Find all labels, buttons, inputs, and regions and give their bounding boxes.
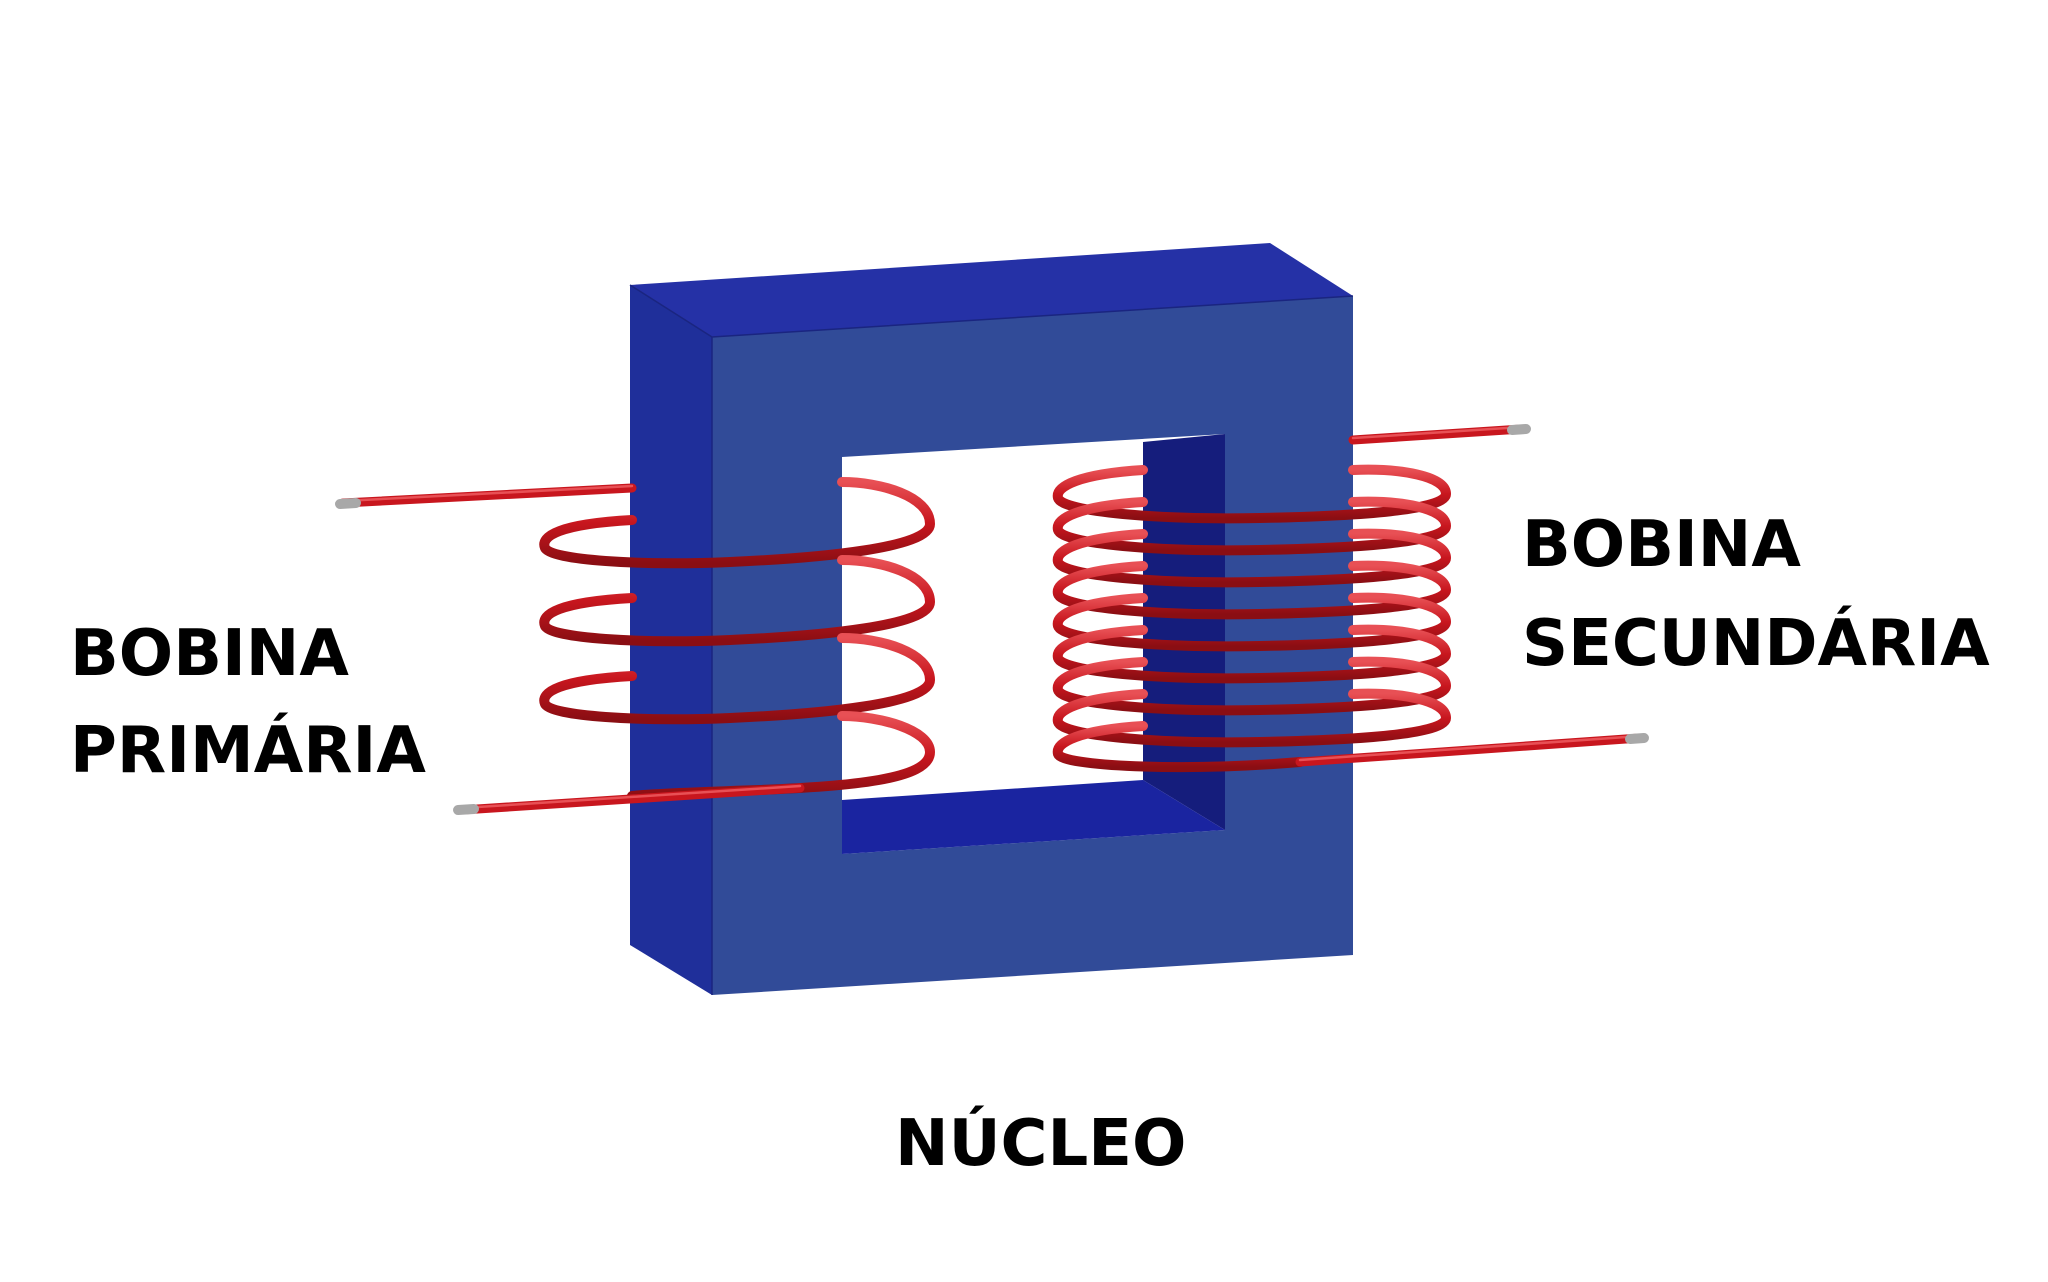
secondary-turn: [1052, 721, 1305, 773]
secondary-turn: [1052, 656, 1451, 716]
secondary-turn: [1052, 560, 1451, 620]
primary-coil: [335, 477, 935, 815]
secondary-lead-bottom: [1295, 733, 1645, 767]
secondary-lead-tip: [1507, 424, 1531, 435]
core-window-right-inner: [1143, 434, 1225, 830]
primary-lead-tip: [335, 498, 361, 509]
secondary-label-line2: SECUNDÁRIA: [1522, 605, 1990, 681]
core-front-face: [712, 296, 1353, 995]
primary-lead-top: [338, 483, 637, 508]
secondary-lead-top: [1348, 424, 1527, 445]
primary-turn: [539, 477, 935, 569]
primary-coil-label: BOBINA PRIMÁRIA: [70, 617, 426, 788]
secondary-coil-label: BOBINA SECUNDÁRIA: [1522, 508, 1990, 681]
primary-label-line2: PRIMÁRIA: [70, 712, 426, 788]
primary-turn: [539, 555, 935, 647]
primary-turn: [539, 633, 935, 725]
core-label: NÚCLEO: [895, 1105, 1186, 1181]
primary-lead-tip: [453, 804, 479, 815]
secondary-coil: [1052, 424, 1649, 773]
core-top-face: [630, 243, 1353, 337]
secondary-turn: [1052, 528, 1451, 588]
secondary-turn: [1052, 496, 1451, 556]
primary-label-line1: BOBINA: [70, 617, 349, 691]
secondary-turn: [1052, 464, 1451, 524]
secondary-turn: [1052, 592, 1451, 652]
secondary-turn: [1052, 688, 1451, 748]
core-window-bottom-inner: [842, 780, 1225, 854]
secondary-label-line1: BOBINA: [1522, 508, 1801, 582]
secondary-lead-tip: [1625, 733, 1649, 744]
primary-lead-bottom: [457, 783, 805, 815]
secondary-turn: [1052, 624, 1451, 684]
